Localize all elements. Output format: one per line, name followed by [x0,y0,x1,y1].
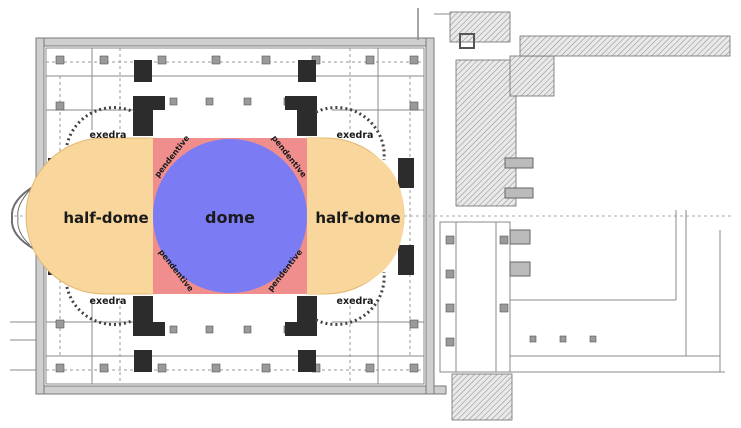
exedra-top-right-label: exedra [337,130,374,141]
east-annex [417,8,731,421]
half-dome-left-label: half-dome [63,209,148,227]
exedra-bottom-right-label: exedra [337,296,374,307]
exedra-colonnades [64,106,386,326]
exedra-top-left-label: exedra [90,130,127,141]
south-wall [35,385,447,395]
pier-sw [133,296,153,336]
pier-se [297,296,317,336]
stair-block [455,59,517,207]
pier-nw [133,96,153,136]
west-apse [10,184,37,251]
north-wall [35,37,435,47]
half-dome-right-label: half-dome [315,209,400,227]
half-dome-right-fill [307,138,404,294]
pier-ne [297,96,317,136]
half-dome-left-fill [60,138,153,294]
dome-label: dome [205,208,255,227]
exedra-bottom-left-label: exedra [90,296,127,307]
